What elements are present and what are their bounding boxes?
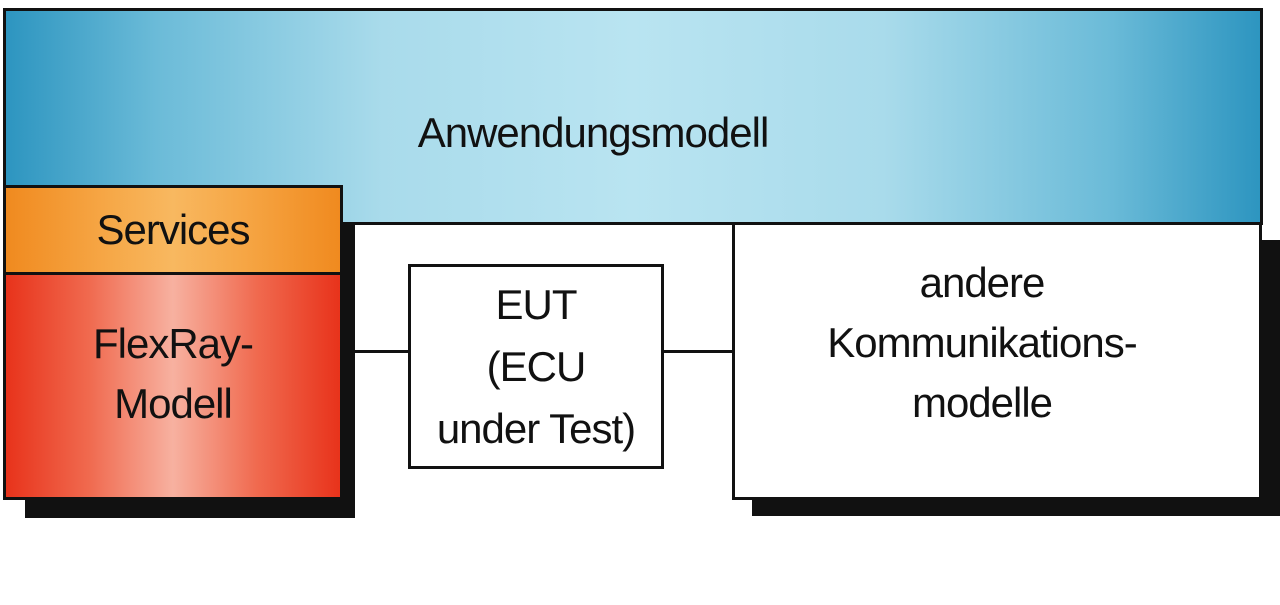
flexray-model-label: FlexRay- Modell bbox=[92, 320, 254, 427]
other-communication-models-label: andere Kommunikations- modelle bbox=[827, 259, 1137, 426]
eut-box: EUT (ECU under Test) bbox=[408, 264, 664, 469]
services-label: Services bbox=[96, 206, 250, 253]
eut-label: EUT (ECU under Test) bbox=[436, 280, 636, 452]
application-model-bottom-edge bbox=[340, 222, 735, 225]
other-communication-models-box: andere Kommunikations- modelle bbox=[732, 222, 1262, 500]
flexray-to-eut-connector bbox=[343, 350, 409, 353]
application-model-label: Anwendungsmodell bbox=[417, 109, 770, 156]
flexray-model-box: FlexRay- Modell bbox=[3, 272, 343, 500]
services-box: Services bbox=[3, 185, 343, 275]
eut-to-other-models-connector bbox=[663, 350, 735, 353]
